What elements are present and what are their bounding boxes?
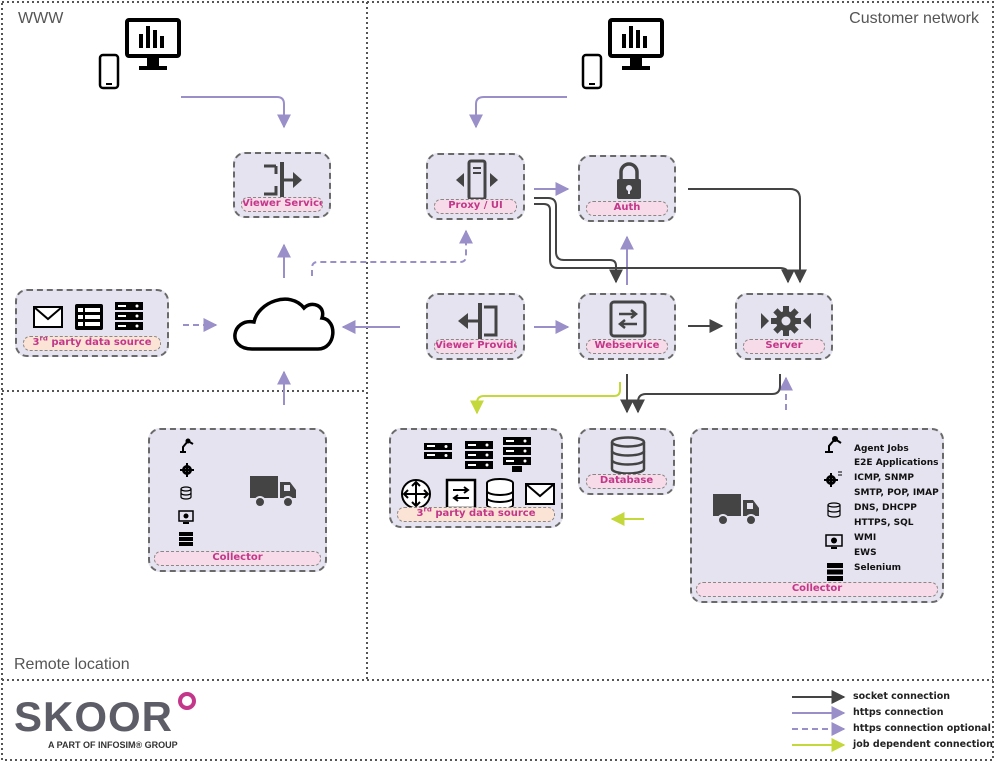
phone-icon: [581, 53, 603, 90]
customer-collector-node[interactable]: Collector: [690, 428, 944, 603]
legend-https-connection-optional: https connection optional: [853, 723, 991, 734]
phone-icon: [98, 53, 120, 90]
server-rack-icon: [827, 563, 843, 581]
skoor-logo: SKOOR: [14, 693, 174, 740]
router-icon: [401, 479, 431, 509]
mail-icon: [33, 306, 63, 328]
server-rack-icon: [115, 302, 143, 330]
protocol-icmp-snmp: ICMP, SNMP: [854, 473, 914, 483]
logo-tagline: A PART OF INFOSIM® GROUP: [48, 740, 178, 750]
cloud-icon: [233, 297, 335, 351]
computer-gear-icon: [178, 510, 194, 524]
database-label: Database: [586, 474, 667, 489]
database-node[interactable]: Database: [578, 428, 675, 495]
truck-icon: [713, 494, 759, 526]
region-label-remote-location: Remote location: [14, 656, 130, 673]
region-label-www: WWW: [18, 10, 64, 27]
auth-node[interactable]: Auth: [578, 155, 676, 222]
gear-icon: [180, 463, 194, 477]
third-party-data-source-right-node[interactable]: 3rd party data source: [389, 428, 563, 528]
server-rack-icon: [424, 443, 452, 459]
door-exit-icon: [264, 162, 302, 198]
protocol-https-sql: HTTPS, SQL: [854, 518, 914, 528]
monitor-chart-icon: [125, 18, 181, 70]
viewer-service-node[interactable]: Viewer Service: [233, 152, 331, 218]
auth-label: Auth: [586, 201, 668, 216]
viewer-provider-node[interactable]: Viewer Provider: [426, 293, 525, 360]
region-label-customer-network: Customer network: [849, 10, 979, 27]
webservice-label: Webservice: [586, 339, 668, 354]
third-party-data-source-left-node[interactable]: 3rd party data source: [15, 289, 169, 357]
third-party-data-source-left-label: 3rd party data source: [23, 336, 161, 351]
server-label: Server: [743, 339, 825, 354]
proxy-ui-node[interactable]: Proxy / UI: [426, 153, 525, 220]
server-rack-icon: [179, 532, 193, 546]
server-rack-icon: [503, 437, 531, 472]
remote-collector-node[interactable]: Collector: [148, 428, 327, 572]
database-icon: [180, 486, 192, 500]
third-party-data-source-right-label: 3rd party data source: [397, 507, 555, 522]
gear-icon: [824, 471, 842, 487]
computer-gear-icon: [825, 534, 843, 549]
protocol-selenium: Selenium: [854, 563, 902, 573]
switch-icon: [609, 300, 647, 338]
legend-https-connection: https connection: [853, 707, 944, 718]
proxy-ui-label: Proxy / UI: [434, 199, 517, 214]
logo-dot: [178, 692, 196, 710]
viewer-provider-label: Viewer Provider: [434, 339, 517, 354]
truck-icon: [250, 476, 296, 508]
protocol-smtp-pop-imap: SMTP, POP, IMAP: [854, 488, 939, 498]
mail-icon: [525, 483, 555, 505]
switch-icon: [445, 478, 477, 510]
door-enter-icon: [458, 303, 498, 339]
connections: [181, 96, 807, 526]
database-icon: [486, 478, 514, 510]
server-node[interactable]: Server: [735, 293, 833, 360]
protocol-wmi: WMI: [854, 533, 877, 543]
protocol-agent-jobs: Agent Jobs: [854, 444, 909, 454]
proxy-server-icon: [456, 159, 498, 201]
database-icon: [610, 436, 646, 475]
viewer-service-label: Viewer Service: [241, 197, 323, 212]
legend-lines: [792, 690, 846, 752]
remote-collector-label: Collector: [154, 551, 321, 566]
robot-arm-icon: [180, 438, 194, 453]
protocol-ews: EWS: [854, 548, 877, 558]
legend-job-dependent-connection: job dependent connection: [853, 739, 993, 750]
database-icon: [827, 502, 841, 518]
lock-icon: [617, 162, 641, 199]
gear-icon: [761, 306, 811, 336]
webservice-node[interactable]: Webservice: [578, 293, 676, 360]
protocol-e2e-applications: E2E Applications: [854, 458, 939, 468]
robot-arm-icon: [825, 436, 842, 453]
list-icon: [75, 304, 103, 330]
server-rack-icon: [465, 441, 493, 469]
legend-socket-connection: socket connection: [853, 691, 951, 702]
customer-collector-label: Collector: [696, 582, 938, 597]
monitor-chart-icon: [608, 18, 664, 70]
protocol-dns-dhcpp: DNS, DHCPP: [854, 503, 917, 513]
